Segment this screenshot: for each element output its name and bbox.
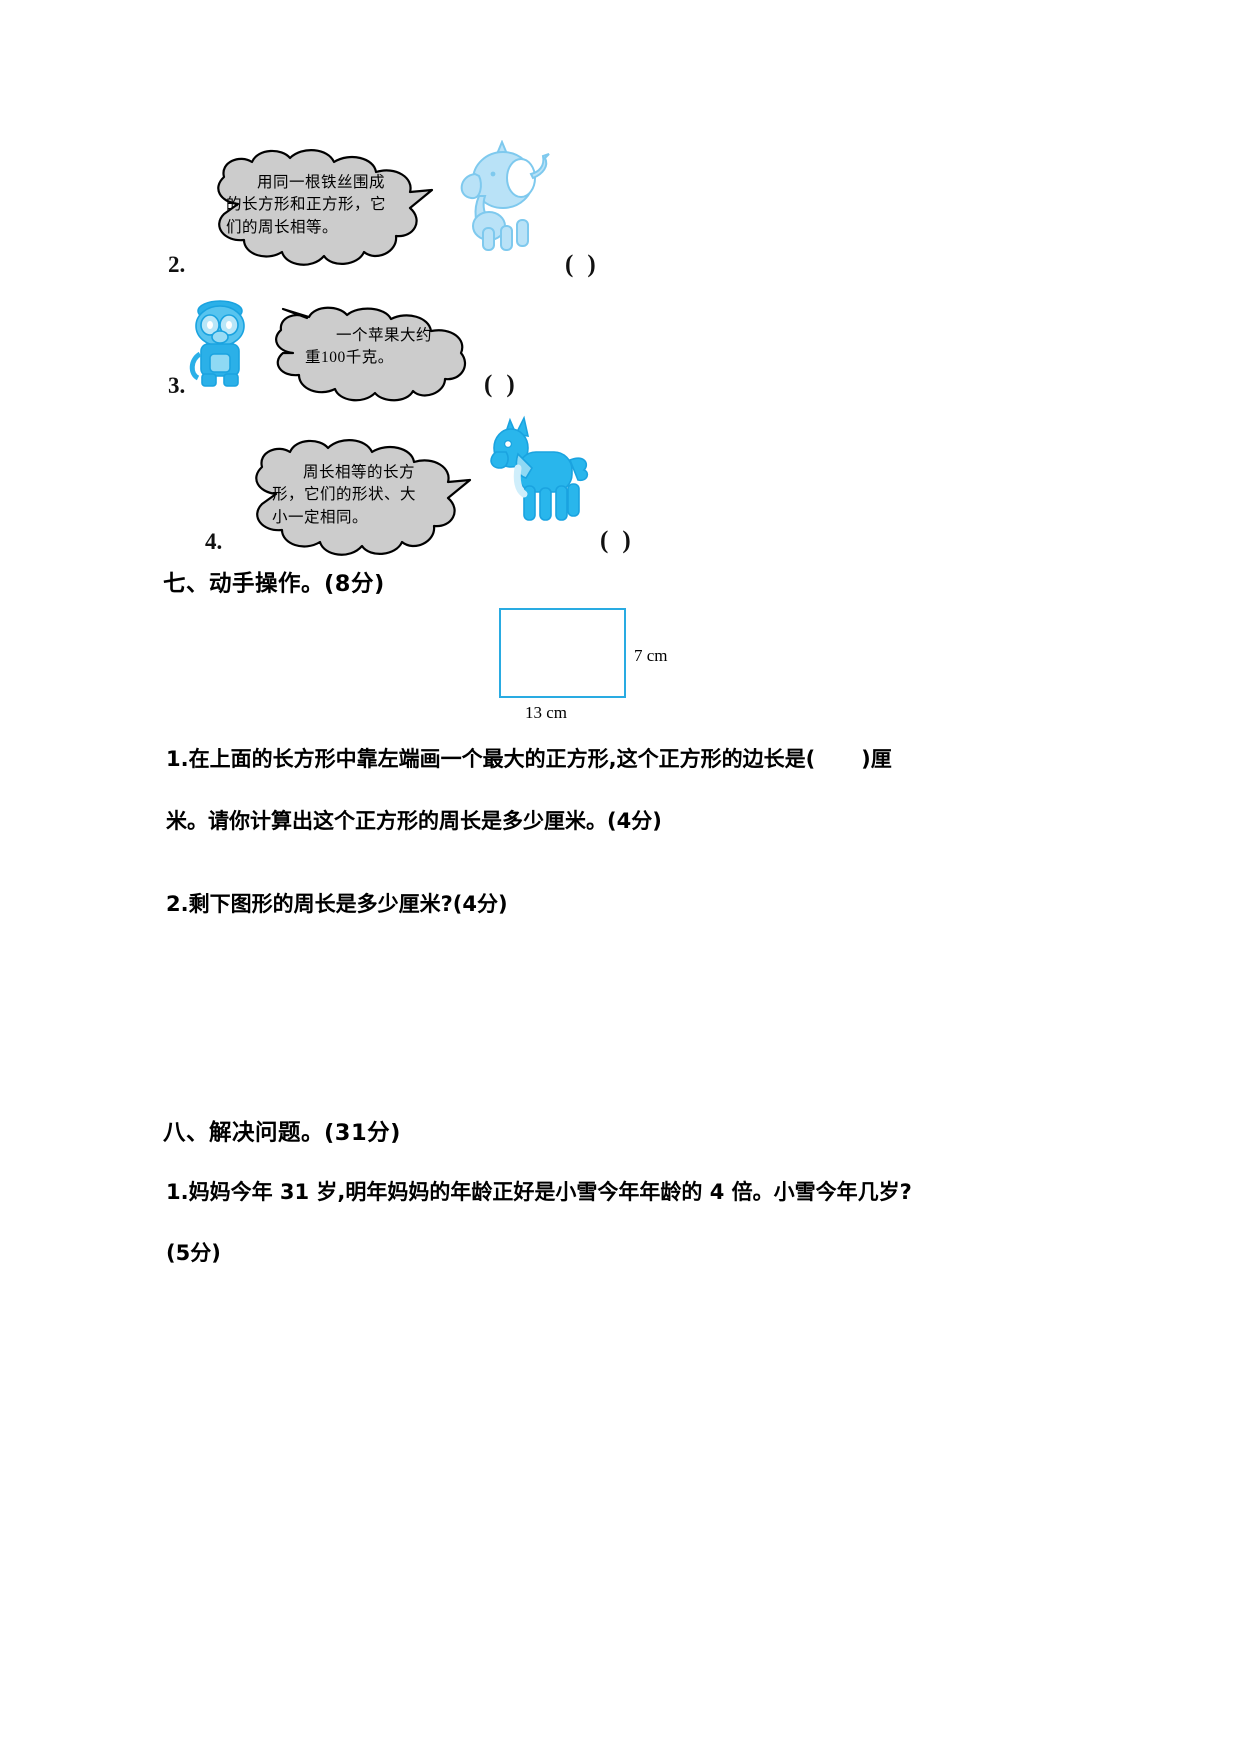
- item-number-3: 3.: [168, 373, 186, 398]
- section-seven-heading: 七、动手操作。(8分): [163, 571, 385, 597]
- cloud-shape-icon: [255, 439, 472, 556]
- bracket-close: ): [506, 371, 529, 398]
- cloud-shape-icon: [217, 149, 434, 266]
- section-eight-q1-line2: (5分): [166, 1241, 221, 1265]
- answer-bracket-2[interactable]: (): [565, 251, 610, 279]
- speech-bubble-3-text: 一个苹果大约 重100千克。: [305, 325, 475, 370]
- section-eight-q1-line1: 1.妈妈今年 31 岁,明年妈妈的年龄正好是小雪今年年龄的 4 倍。小雪今年几岁…: [166, 1180, 912, 1204]
- monkey-icon: [189, 300, 245, 387]
- bracket-open: (: [600, 527, 623, 554]
- bubble-2-line-3: 们的周长相等。: [226, 218, 339, 236]
- section-seven-q1-line2: 米。请你计算出这个正方形的周长是多少厘米。(4分): [166, 809, 662, 833]
- bracket-open: (: [565, 251, 588, 278]
- section-seven-q1-line1: 1.在上面的长方形中靠左端画一个最大的正方形,这个正方形的边长是( )厘: [166, 743, 892, 773]
- bubble-3-line-2: 重100千克。: [305, 349, 394, 367]
- section-seven-q2-line1: 2.剩下图形的周长是多少厘米?(4分): [166, 892, 508, 916]
- rectangle-height-label: 7 cm: [634, 646, 668, 665]
- bracket-close: ): [587, 251, 610, 278]
- bubble-4-line-1: 周长相等的长方: [303, 464, 416, 481]
- item-number-2: 2.: [168, 252, 186, 277]
- item-number-4: 4.: [205, 529, 223, 554]
- q1-text: 1.在上面的长方形中靠左端画一个最大的正方形,这个正方形的边长是(: [166, 747, 816, 771]
- answer-bracket-3[interactable]: (): [484, 371, 529, 399]
- section-eight-heading: 八、解决问题。(31分): [163, 1120, 401, 1146]
- figure-rectangle: [499, 608, 626, 698]
- cloud-shape-icon: [275, 306, 467, 402]
- speech-bubble-2-text: 用同一根铁丝围成 的长方形和正方形，它 们的周长相等。: [226, 172, 426, 239]
- speech-bubble-4: 周长相等的长方 形，它们的形状、大 小一定相同。: [236, 438, 488, 560]
- speech-bubble-3: 一个苹果大约 重100千克。: [257, 305, 489, 405]
- rectangle-width-label: 13 cm: [525, 703, 568, 722]
- speech-bubble-4-text: 周长相等的长方 形，它们的形状、大 小一定相同。: [272, 462, 472, 529]
- elephant-icon: [460, 140, 550, 251]
- bubble-4-line-2: 形，它们的形状、大: [272, 486, 417, 504]
- answer-bracket-4[interactable]: (): [600, 527, 645, 555]
- bubble-4-line-3: 小一定相同。: [272, 508, 369, 526]
- bubble-2-line-2: 的长方形和正方形，它: [226, 196, 387, 214]
- horse-icon: [490, 415, 589, 521]
- bracket-open: (: [484, 371, 507, 398]
- bracket-close: ): [622, 527, 645, 554]
- bubble-2-line-1: 用同一根铁丝围成: [257, 174, 386, 191]
- q1-tail: )厘: [861, 747, 892, 771]
- speech-bubble-2: 用同一根铁丝围成 的长方形和正方形，它 们的周长相等。: [196, 146, 448, 276]
- bubble-3-line-1: 一个苹果大约: [336, 327, 433, 344]
